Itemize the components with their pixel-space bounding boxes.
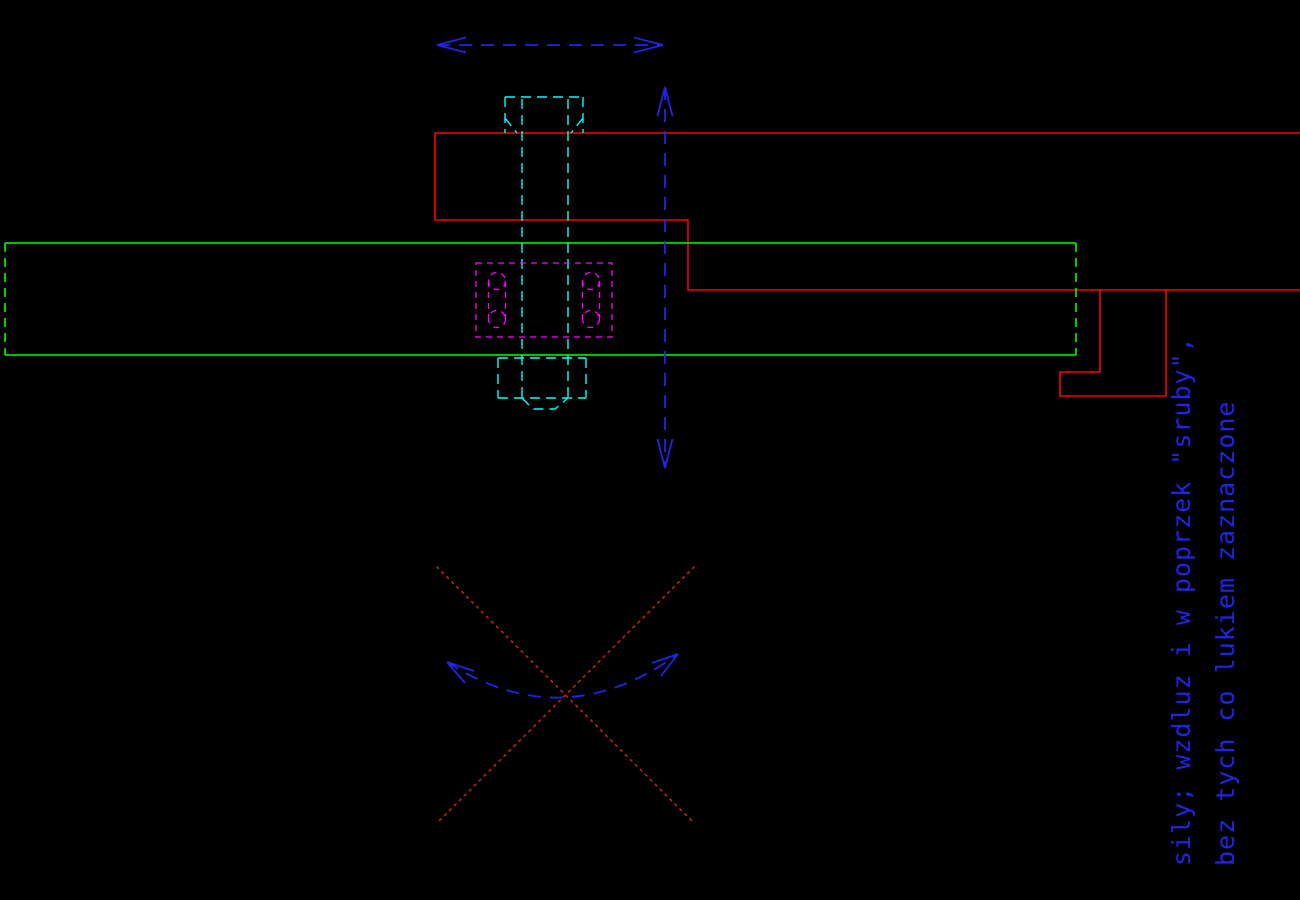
bolt-hole-circle <box>581 271 601 291</box>
bolt-end-chamfer <box>521 397 569 410</box>
arrowhead-right-icon <box>633 36 664 54</box>
retaining-clip-outline <box>1059 290 1167 397</box>
lower-plate-outline <box>4 242 1077 356</box>
bolt-hole-circle <box>581 309 601 329</box>
upper-plate-outline <box>434 132 1300 291</box>
bolt-hole-tangent-lines <box>487 281 601 319</box>
bolt-hole-circle <box>487 309 507 329</box>
washer-plate <box>475 262 613 338</box>
lower-plate-hidden-edges <box>4 243 1077 355</box>
arrowhead-left-icon <box>446 661 475 684</box>
bolt-hole-circle <box>487 271 507 291</box>
lower-plate-edges <box>5 242 1076 356</box>
retaining-clip-edge <box>1059 290 1167 397</box>
rotation-arc-arrow <box>446 653 679 699</box>
arrowhead-right-icon <box>651 653 679 677</box>
arc-line <box>446 653 679 699</box>
vertical-force-arrow <box>656 86 674 469</box>
arrowhead-left-icon <box>436 36 467 54</box>
bolt-nut <box>497 357 587 399</box>
hidden-bolt <box>497 96 587 410</box>
annotation-line-2: bez tych co lukiem zaznaczone <box>1211 401 1240 867</box>
crossed-out-x <box>436 566 695 824</box>
annotation-text: sily; wzdluz i w poprzek "sruby", bez ty… <box>1167 336 1240 866</box>
annotation-line-1: sily; wzdluz i w poprzek "sruby", <box>1167 336 1196 866</box>
bolt-head <box>504 96 584 134</box>
bolt-shank <box>521 99 569 398</box>
washer-plate-outline <box>475 262 613 338</box>
arrowhead-up-icon <box>656 86 674 117</box>
crossed-diagonals <box>436 566 695 824</box>
upper-plate-edge <box>434 132 1300 291</box>
arrowhead-down-icon <box>656 438 674 469</box>
horizontal-force-arrow <box>436 36 664 54</box>
